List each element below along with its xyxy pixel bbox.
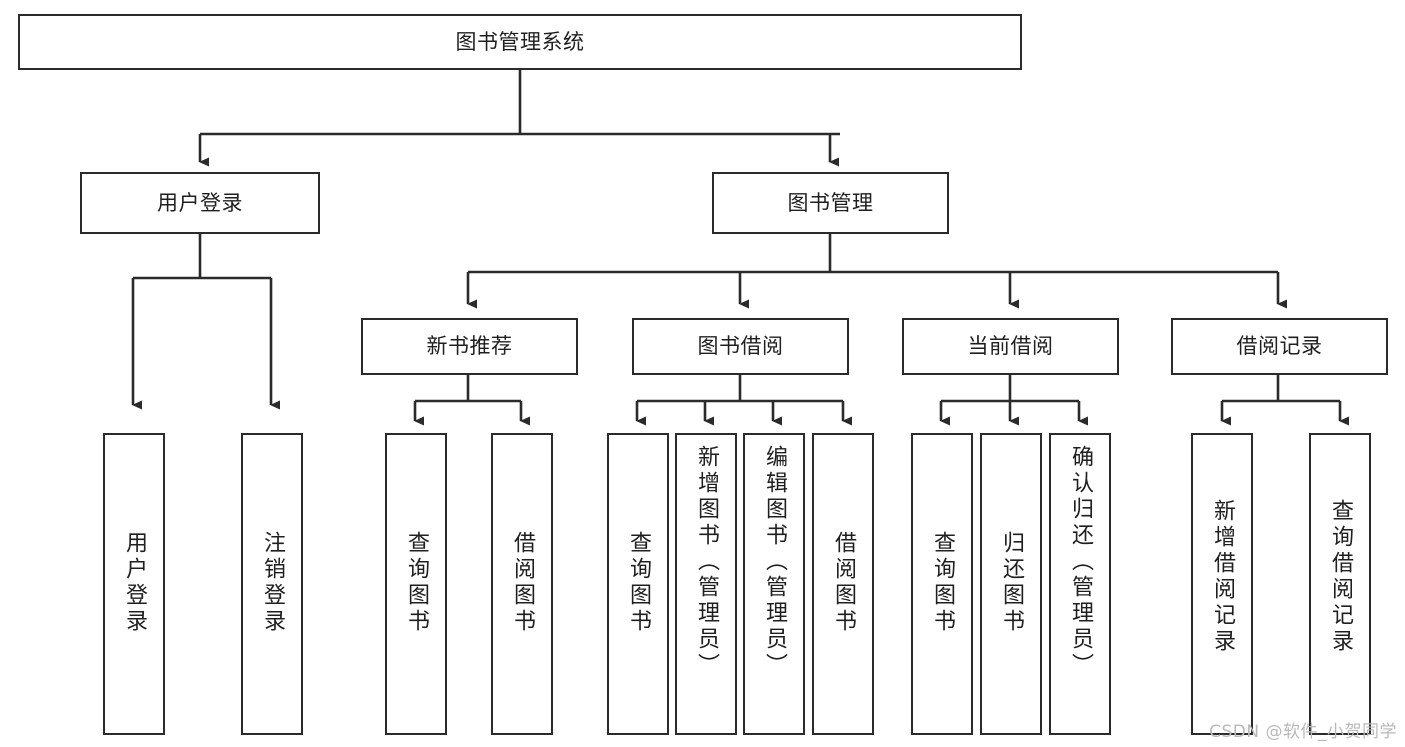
leaf-borrow-edit-book-admin[interactable]: 编辑图书（管理员） [743, 433, 805, 735]
leaf-user-login-signout[interactable]: 注销登录 [241, 433, 303, 735]
node-label: 图书借阅 [697, 334, 784, 359]
leaf-recommend-query-book[interactable]: 查询图书 [385, 433, 447, 735]
node-label: 借阅记录 [1236, 334, 1323, 359]
node-label: 注销登录 [260, 531, 285, 635]
node-label: 确认归还（管理员） [1068, 445, 1093, 679]
node-label: 用户登录 [122, 531, 147, 635]
node-label: 新增图书（管理员） [694, 445, 719, 679]
node-book-management[interactable]: 图书管理 [712, 172, 949, 234]
leaf-records-add-record[interactable]: 新增借阅记录 [1191, 433, 1253, 735]
node-label: 新增借阅记录 [1210, 499, 1235, 655]
node-label: 用户登录 [157, 190, 243, 215]
node-label: 借阅图书 [831, 531, 856, 635]
node-root-book-management-system[interactable]: 图书管理系统 [18, 14, 1022, 70]
node-current-borrow[interactable]: 当前借阅 [902, 318, 1119, 375]
leaf-records-query-record[interactable]: 查询借阅记录 [1309, 433, 1371, 735]
leaf-current-query-book[interactable]: 查询图书 [911, 433, 973, 735]
node-label: 当前借阅 [967, 334, 1054, 359]
node-label: 图书管理系统 [455, 29, 585, 54]
leaf-recommend-borrow-book[interactable]: 借阅图书 [491, 433, 553, 735]
leaf-borrow-add-book-admin[interactable]: 新增图书（管理员） [675, 433, 737, 735]
node-label: 查询借阅记录 [1328, 499, 1353, 655]
node-user-login[interactable]: 用户登录 [80, 172, 320, 234]
node-new-book-recommend[interactable]: 新书推荐 [361, 318, 578, 375]
leaf-borrow-query-book[interactable]: 查询图书 [607, 433, 669, 735]
node-label: 借阅图书 [510, 531, 535, 635]
node-label: 查询图书 [404, 531, 429, 635]
csdn-watermark: CSDN @软件_小贺同学 [1209, 722, 1397, 742]
node-label: 归还图书 [999, 531, 1024, 635]
node-label: 图书管理 [787, 190, 874, 215]
node-label: 查询图书 [626, 531, 651, 635]
node-label: 编辑图书（管理员） [762, 445, 787, 679]
node-label: 新书推荐 [426, 334, 513, 359]
node-borrow-records[interactable]: 借阅记录 [1171, 318, 1388, 375]
node-label: 查询图书 [930, 531, 955, 635]
leaf-current-confirm-return-admin[interactable]: 确认归还（管理员） [1049, 433, 1111, 735]
leaf-current-return-book[interactable]: 归还图书 [980, 433, 1042, 735]
node-book-borrow[interactable]: 图书借阅 [632, 318, 849, 375]
leaf-user-login-signin[interactable]: 用户登录 [103, 433, 165, 735]
leaf-borrow-borrow-book[interactable]: 借阅图书 [812, 433, 874, 735]
